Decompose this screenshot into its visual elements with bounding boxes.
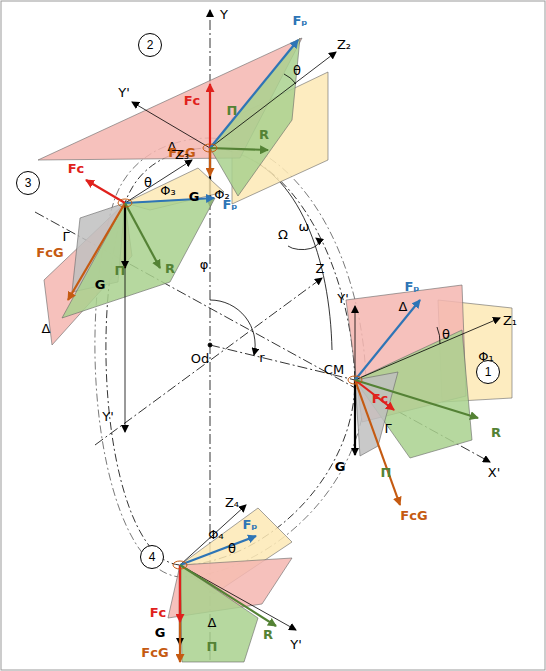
vector-label: Fc <box>68 162 85 175</box>
vector-label: Z₃ <box>175 148 189 161</box>
vector-label: FcG <box>400 509 427 522</box>
position-circle: 4 <box>140 545 164 569</box>
vector-label: Φ₄ <box>208 528 223 541</box>
vector-label: Fc <box>372 392 389 405</box>
vector-label: G <box>95 278 106 291</box>
vector-label: Z₂ <box>337 38 351 51</box>
vector-label: Y' <box>118 86 130 99</box>
vector-label: θ <box>442 328 450 341</box>
vector-label: CM <box>324 363 344 376</box>
callout-number: 2 <box>147 38 154 52</box>
vector-label: Δ <box>42 322 51 335</box>
vector-label: Fₚ <box>292 14 307 27</box>
vector-label: G <box>155 626 166 639</box>
vector-label: Ω <box>278 228 288 241</box>
vector-label: Π <box>115 264 126 277</box>
vector-label: Φ₃ <box>160 184 175 197</box>
vector-label: θ <box>228 542 236 555</box>
vector-label: Δ <box>208 616 217 629</box>
vector-label: Od <box>191 352 209 365</box>
vector-label: Γ <box>384 422 391 435</box>
vector-label: Fₚ <box>222 198 237 211</box>
vector-label: FcG <box>36 246 63 259</box>
vector-label: R <box>491 426 501 439</box>
vector-label: φ <box>200 258 209 271</box>
vector-label: θ <box>144 176 152 189</box>
vector-label: G <box>335 460 346 473</box>
position-circle: 1 <box>476 360 500 384</box>
vector-label: θ <box>293 64 301 77</box>
vector-label: Z₁ <box>503 314 517 327</box>
vector-label: Π <box>227 104 238 117</box>
vector-label: Y' <box>290 638 302 651</box>
position-circle: 2 <box>138 33 162 57</box>
vector-label: Fc <box>150 606 167 619</box>
vector-label: Z₄ <box>225 496 239 509</box>
vector-label: Γ <box>62 230 69 243</box>
vector-label: Fₚ <box>404 280 419 293</box>
vector-label: Π <box>381 466 392 479</box>
vector-label: FcG <box>141 646 168 659</box>
vector-label: R <box>259 128 269 141</box>
vector-label: Fc <box>184 94 201 107</box>
vector-label: Z <box>316 262 325 275</box>
callout-number: 3 <box>25 176 32 190</box>
callout-number: 4 <box>149 550 156 564</box>
position-circle: 3 <box>16 171 40 195</box>
vector-label: ω <box>299 220 310 233</box>
vector-label: r <box>259 351 264 364</box>
vector-label: X' <box>488 466 500 479</box>
vector-label: G <box>189 190 200 203</box>
vector-label: R <box>165 262 175 275</box>
vector-label: Y' <box>102 410 114 423</box>
vector-label: Π <box>207 640 218 653</box>
vector-label: R <box>263 628 273 641</box>
vector-label: Y' <box>337 292 349 305</box>
vector-label: Y <box>220 8 228 21</box>
vector-label: Δ <box>399 300 408 313</box>
callout-number: 1 <box>485 365 492 379</box>
vector-label: Fₚ <box>242 518 257 531</box>
